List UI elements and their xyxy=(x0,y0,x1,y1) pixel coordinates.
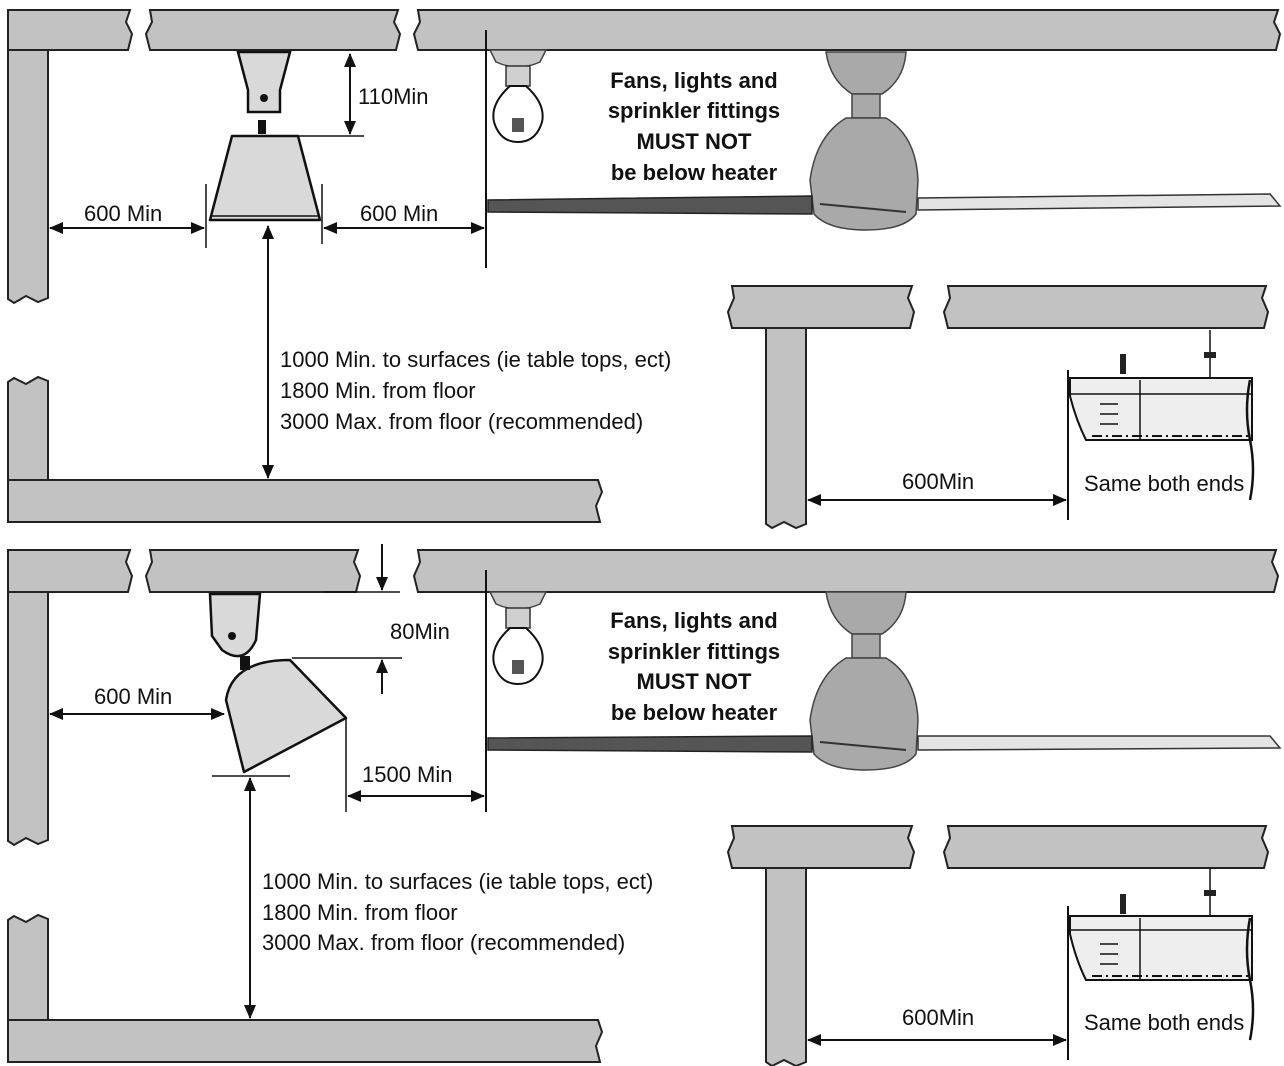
note-floor-min: 1800 Min. from floor xyxy=(262,900,458,925)
warning-note: Fans, lights and sprinkler fittings MUST… xyxy=(608,68,780,185)
ceiling-fan xyxy=(487,51,1282,231)
dim-top-clearance: 80Min xyxy=(390,619,450,644)
left-wall xyxy=(7,591,49,847)
svg-text:be below heater: be below heater xyxy=(611,700,778,725)
ceiling-beam xyxy=(144,549,362,593)
dim-top-clearance: 110Min xyxy=(358,84,429,109)
dim-end-clearance: 600Min xyxy=(902,1005,974,1030)
svg-text:sprinkler fittings: sprinkler fittings xyxy=(608,98,780,123)
svg-text:sprinkler fittings: sprinkler fittings xyxy=(608,639,780,664)
floor-slab xyxy=(7,1019,604,1063)
ceiling-beam xyxy=(7,9,134,51)
svg-text:Fans, lights and: Fans, lights and xyxy=(610,608,777,633)
light-bulb xyxy=(488,49,548,144)
svg-text:be below heater: be below heater xyxy=(611,160,778,185)
dim-front-clearance: 1500 Min xyxy=(362,762,453,787)
note-floor-min: 1800 Min. from floor xyxy=(280,378,476,403)
end-note: Same both ends xyxy=(1084,1010,1244,1035)
left-wall-lower xyxy=(7,913,49,1021)
dim-end-clearance: 600Min xyxy=(902,469,974,494)
panel-angled-mount: 80Min 600 Min 1500 Min 1000 Min. to surf… xyxy=(7,544,1282,1066)
note-floor-max: 3000 Max. from floor (recommended) xyxy=(280,409,643,434)
warning-note: Fans, lights and sprinkler fittings MUST… xyxy=(608,608,780,725)
dim-left-clearance: 600 Min xyxy=(94,684,172,709)
light-bulb xyxy=(488,591,548,686)
end-note: Same both ends xyxy=(1084,471,1244,496)
note-surface: 1000 Min. to surfaces (ie table tops, ec… xyxy=(280,347,671,372)
left-wall xyxy=(7,49,49,305)
left-wall-lower xyxy=(7,375,49,481)
ceiling-beam xyxy=(144,9,402,51)
dim-right-clearance: 600 Min xyxy=(360,201,438,226)
ceiling-beam xyxy=(412,9,1282,51)
note-floor-max: 3000 Max. from floor (recommended) xyxy=(262,930,625,955)
svg-text:MUST NOT: MUST NOT xyxy=(637,669,752,694)
svg-text:MUST NOT: MUST NOT xyxy=(637,129,752,154)
panel-pendant-mount: 110Min 600 Min 600 Min 1000 Min. to surf… xyxy=(7,9,1282,530)
dim-left-clearance: 600 Min xyxy=(84,201,162,226)
svg-text:Fans, lights and: Fans, lights and xyxy=(610,68,777,93)
end-view: 600Min Same both ends xyxy=(726,825,1270,1066)
note-surface: 1000 Min. to surfaces (ie table tops, ec… xyxy=(262,869,653,894)
floor-slab xyxy=(7,479,604,523)
heater-angled xyxy=(208,592,348,774)
heater-pendant xyxy=(208,50,322,222)
end-view: 600Min Same both ends xyxy=(726,285,1270,530)
ceiling-fan xyxy=(487,591,1282,771)
ceiling-beam xyxy=(7,549,134,593)
ceiling-beam xyxy=(412,549,1280,593)
